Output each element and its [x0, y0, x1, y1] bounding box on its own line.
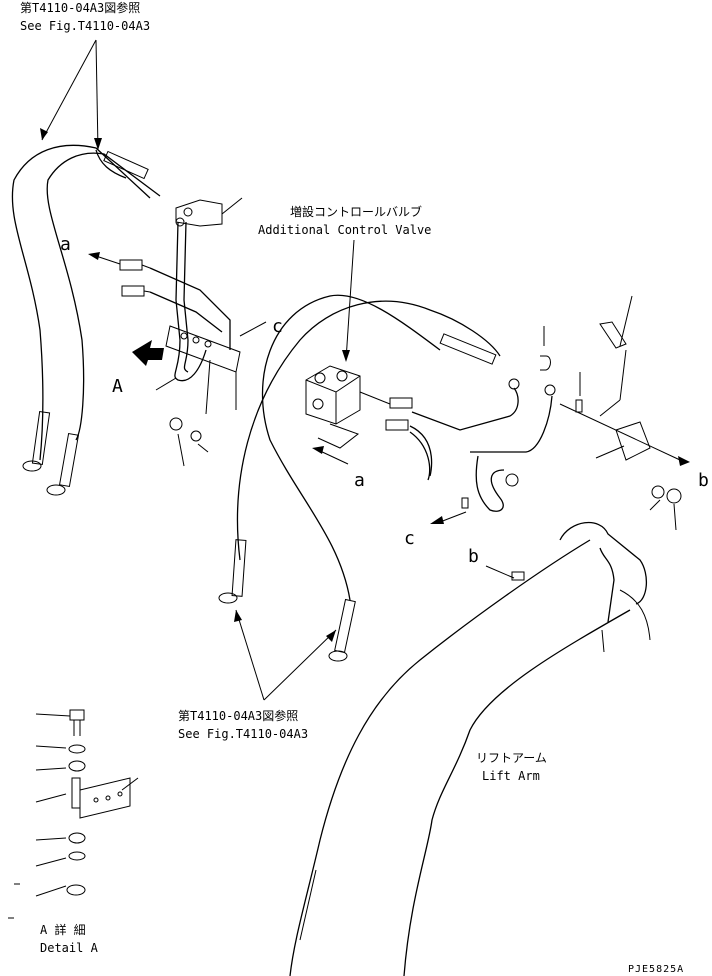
valve-label-jp: 増設コントロールバルブ [290, 204, 422, 219]
mid-ref-en: See Fig.T4110-04A3 [178, 727, 308, 741]
detail-a-label-jp: A 詳 細 [40, 922, 86, 937]
callout-a-left: a [60, 234, 71, 255]
callout-c-left: c [272, 316, 283, 337]
center-hoses [218, 294, 501, 662]
mid-ref-jp: 第T4110-04A3図参照 [178, 708, 298, 723]
mid-ref-leaders [234, 609, 337, 701]
lift-arm-label-jp: リフトアーム [476, 751, 547, 765]
callout-A: A [112, 376, 123, 397]
callout-a-mid: a [354, 470, 365, 491]
callout-b-mid: b [468, 546, 479, 567]
top-ref-jp: 第T4110-04A3図参照 [20, 0, 140, 15]
valve-label-en: Additional Control Valve [258, 223, 431, 237]
drawing-code: PJE5825A [628, 964, 684, 975]
detail-a-label-en: Detail A [40, 941, 99, 955]
top-ref-en: See Fig.T4110-04A3 [20, 19, 150, 33]
lift-arm-label-en: Lift Arm [482, 769, 540, 783]
top-ref-leaders [40, 39, 102, 151]
callout-b-right: b [698, 470, 709, 491]
callout-c-mid: c [404, 528, 415, 549]
detail-a-view [8, 709, 139, 919]
lift-arm [289, 521, 651, 976]
right-pipe-assembly [409, 295, 690, 581]
additional-control-valve [305, 239, 413, 465]
left-pipe-assembly [88, 197, 267, 467]
left-hoses [11, 144, 161, 496]
